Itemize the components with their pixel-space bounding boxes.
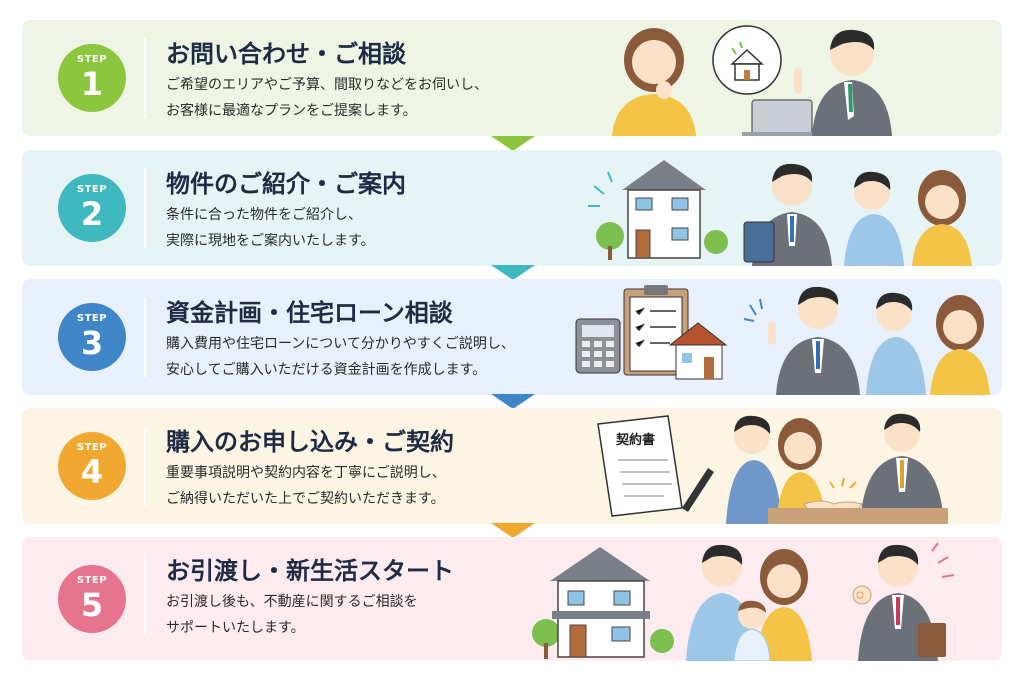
house-icon: [596, 160, 728, 260]
loan-consultation-illustration: [575, 285, 990, 395]
step-arrow: [491, 523, 535, 538]
step-title: 物件のご紹介・ご案内: [166, 170, 406, 198]
step-description-line2: ご納得いただいた上でご契約いただきます。: [166, 491, 445, 507]
tablet-icon: [743, 221, 775, 263]
consultation-illustration: [612, 25, 892, 136]
step-3-badge: STEP 3: [58, 303, 126, 371]
house-speech-icon: [730, 41, 764, 81]
step-2-badge: STEP 2: [58, 174, 126, 242]
step-label: STEP: [76, 575, 108, 586]
ok-gesture-icon: [852, 585, 872, 605]
step-title: 購入のお申し込み・ご契約: [166, 428, 454, 456]
step-label: STEP: [76, 184, 108, 195]
step-description-line1: 購入費用や住宅ローンについて分かりやすくご説明し、: [166, 336, 515, 352]
step-1-card: STEP 1 お問い合わせ・ご相談 ご希望のエリアやご予算、間取りなどをお伺いし…: [22, 20, 1002, 136]
step-number: 1: [80, 65, 104, 103]
step-label: STEP: [76, 54, 108, 65]
step-description-line1: ご希望のエリアやご予算、間取りなどをお伺いし、: [166, 77, 488, 93]
step-description-line1: 重要事項説明や契約内容を丁寧にご説明し、: [166, 465, 446, 481]
divider: [144, 426, 146, 506]
step-label: STEP: [76, 313, 108, 324]
step-description-line1: お引渡し後も、不動産に関するご相談を: [166, 594, 418, 610]
step-number: 5: [80, 586, 104, 624]
house-icon: [532, 547, 674, 659]
clipboard-icon: [623, 285, 689, 376]
laptop-icon: [742, 99, 832, 136]
step-number: 2: [80, 195, 104, 233]
contract-illustration: 契約書: [597, 413, 948, 524]
step-title: お問い合わせ・ご相談: [166, 40, 406, 68]
pen-icon: [682, 468, 714, 512]
step-5-badge: STEP 5: [58, 565, 126, 633]
step-title: お引渡し・新生活スタート: [166, 557, 454, 585]
step-description-line2: サポートいたします。: [166, 620, 305, 636]
property-tour-illustration: [588, 160, 972, 266]
step-number: 4: [80, 453, 104, 491]
house-icon: [668, 322, 728, 380]
calculator-icon: [575, 318, 621, 374]
step-label: STEP: [76, 442, 108, 453]
divider: [144, 555, 146, 635]
step-arrow: [491, 136, 535, 151]
step-description-line1: 条件に合った物件をご紹介し、: [166, 207, 362, 223]
divider: [144, 168, 146, 248]
step-1-badge: STEP 1: [58, 44, 126, 112]
contract-doc-label: 契約書: [615, 432, 655, 448]
divider: [144, 38, 146, 118]
step-description-line2: お客様に最適なプランをご提案します。: [166, 103, 417, 119]
step-5-card: STEP 5 お引渡し・新生活スタート お引渡し後も、不動産に関するご相談を サ…: [22, 537, 1002, 661]
step-description-line2: 実際に現地をご案内いたします。: [166, 233, 375, 249]
contract-icon: 契約書: [597, 415, 683, 517]
step-title: 資金計画・住宅ローン相談: [166, 299, 453, 327]
step-description-line2: 安心してご購入いただける資金計画を作成します。: [166, 362, 487, 378]
step-3-card: STEP 3 資金計画・住宅ローン相談 購入費用や住宅ローンについて分かりやすく…: [22, 279, 1002, 395]
divider: [144, 297, 146, 377]
step-4-card: STEP 4 購入のお申し込み・ご契約 重要事項説明や契約内容を丁寧にご説明し、…: [22, 408, 1002, 524]
step-4-badge: STEP 4: [58, 432, 126, 500]
step-number: 3: [80, 324, 104, 362]
step-2-card: STEP 2 物件のご紹介・ご案内 条件に合った物件をご紹介し、 実際に現地をご…: [22, 150, 1002, 266]
move-in-illustration: [532, 542, 955, 661]
step-arrow: [491, 394, 535, 409]
step-arrow: [491, 265, 535, 280]
